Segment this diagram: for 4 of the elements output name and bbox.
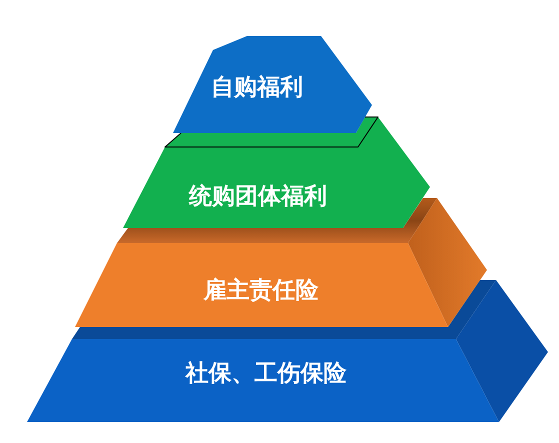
tier-label: 统购团体福利 [189, 186, 327, 208]
tier-label: 雇主责任险 [204, 280, 318, 302]
tier-label: 自购福利 [211, 76, 303, 100]
tier-label: 社保、工伤保险 [186, 362, 346, 386]
